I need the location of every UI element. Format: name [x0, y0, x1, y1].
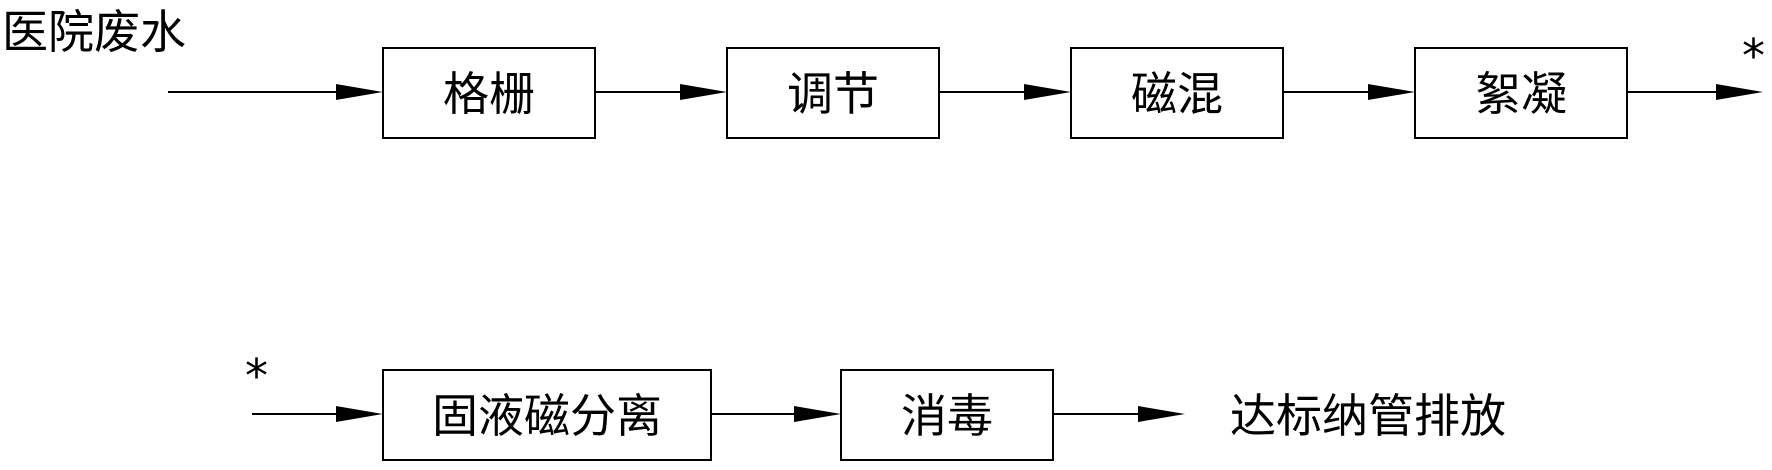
step-box-flocculation	[1414, 47, 1628, 139]
step-box-solid-liquid-magnetic-separation	[382, 369, 712, 461]
step-label-solid-liquid-magnetic-separation: 固液磁分离	[432, 389, 662, 443]
arrowhead-regulation-to-magnetic-mixing	[1024, 84, 1071, 100]
step-label-magnetic-mixing: 磁混	[1131, 67, 1223, 121]
source-label: 医院废水	[2, 5, 186, 59]
step-label-grille: 格栅	[443, 67, 535, 121]
connector-star-start: *	[245, 349, 268, 403]
arrowhead-connector-to-solid-liquid-separation	[336, 406, 383, 422]
arrowhead-grille-to-regulation	[680, 84, 727, 100]
arrowhead-flocculation-to-connector	[1716, 84, 1763, 100]
arrowhead-source-to-grille	[336, 84, 383, 100]
step-label-flocculation: 絮凝	[1475, 67, 1567, 121]
arrowhead-separation-to-disinfection	[794, 406, 841, 422]
arrowhead-magnetic-mixing-to-flocculation	[1368, 84, 1415, 100]
step-box-magnetic-mixing	[1070, 47, 1284, 139]
output-label: 达标纳管排放	[1230, 389, 1506, 443]
step-box-disinfection	[840, 369, 1054, 461]
step-label-disinfection: 消毒	[901, 389, 993, 443]
arrowhead-disinfection-to-output	[1138, 406, 1185, 422]
connector-star-end: *	[1742, 29, 1765, 83]
step-box-regulation	[726, 47, 940, 139]
step-label-regulation: 调节	[787, 67, 879, 121]
